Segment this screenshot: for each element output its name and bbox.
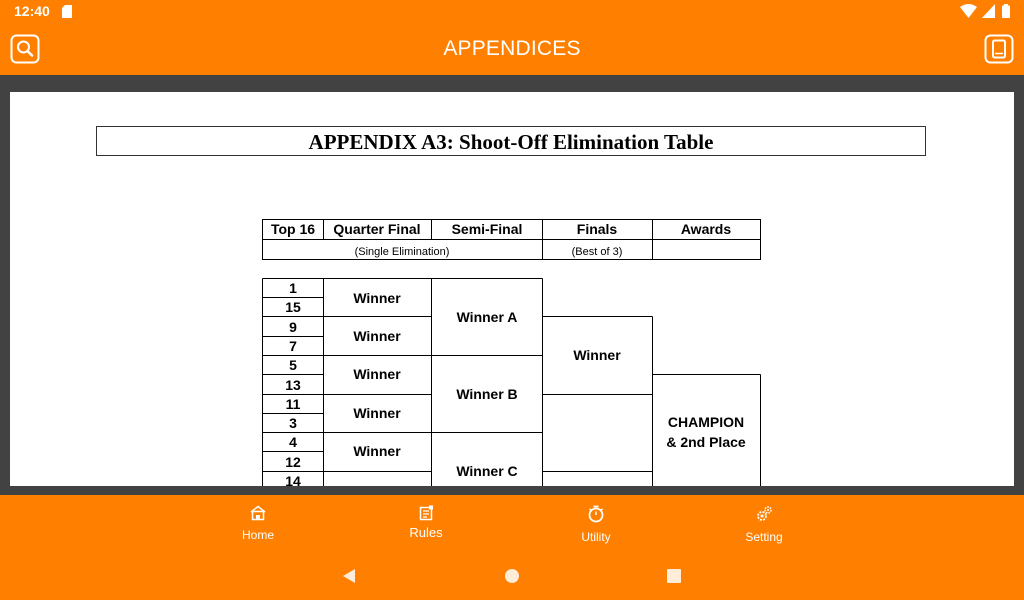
- qf-winner-3: Winner: [353, 366, 401, 382]
- signal-icon: [981, 4, 995, 18]
- seed-4: 4: [289, 434, 297, 450]
- back-icon[interactable]: [341, 568, 357, 584]
- stopwatch-icon: [588, 505, 604, 523]
- document-title: APPENDIX A3: Shoot-Off Elimination Table: [96, 126, 926, 156]
- page-title: APPENDICES: [443, 37, 581, 60]
- awards-column: [652, 374, 761, 486]
- single-elimination-note: (Single Elimination): [355, 246, 450, 258]
- seed-15: 15: [285, 299, 301, 315]
- recents-icon[interactable]: [666, 568, 682, 584]
- gear-icon: [757, 506, 772, 521]
- semi-winner-b: Winner B: [456, 386, 517, 402]
- nav-home-label: Home: [241, 528, 274, 542]
- status-time: 12:40: [14, 3, 50, 19]
- qf-winner-5: Winner: [353, 443, 401, 459]
- qf-winner-2: Winner: [353, 328, 401, 344]
- sd-card-icon: [62, 5, 72, 18]
- seed-11: 11: [286, 396, 301, 412]
- app-bar: APPENDICES: [0, 24, 1024, 75]
- search-icon[interactable]: [10, 34, 40, 64]
- nav-home[interactable]: Home: [198, 505, 318, 542]
- qf-winner-1: Winner: [353, 290, 401, 306]
- nav-setting-label: Setting: [745, 530, 783, 544]
- pdf-viewer[interactable]: APPENDIX A3: Shoot-Off Elimination Table…: [0, 75, 1024, 495]
- seed-12: 12: [285, 454, 301, 470]
- semi-final-column: [431, 278, 543, 486]
- elimination-table: Top 16 Quarter Final Semi-Final Finals A…: [262, 219, 761, 486]
- nav-rules-label: Rules: [409, 525, 443, 540]
- bottom-navigation: Home Rules Utility Setting: [0, 495, 1024, 553]
- qf-winner-4: Winner: [353, 405, 401, 421]
- best-of-3-note: (Best of 3): [572, 246, 623, 258]
- seed-column: [262, 278, 324, 486]
- status-bar: 12:40: [0, 0, 1024, 24]
- seed-13: 13: [285, 377, 301, 393]
- seed-1: 1: [289, 280, 297, 296]
- seed-7: 7: [289, 338, 297, 354]
- rules-icon: [419, 505, 433, 521]
- semi-winner-c: Winner C: [456, 463, 517, 479]
- seed-9: 9: [289, 319, 297, 335]
- finals-winner: Winner: [573, 347, 621, 363]
- system-navigation-bar: [0, 553, 1024, 600]
- pdf-page[interactable]: APPENDIX A3: Shoot-Off Elimination Table…: [10, 92, 1014, 486]
- header-finals: Finals: [577, 221, 618, 237]
- wifi-icon: [960, 4, 978, 18]
- seed-5: 5: [289, 357, 297, 373]
- quarter-final-column: [323, 278, 432, 486]
- header-quarter-final: Quarter Final: [333, 221, 420, 237]
- battery-icon: [1002, 4, 1010, 18]
- finals-column: [542, 316, 653, 486]
- home-circle-icon[interactable]: [504, 568, 520, 584]
- header-semi-final: Semi-Final: [452, 221, 523, 237]
- semi-winner-a: Winner A: [457, 309, 518, 325]
- header-awards: Awards: [681, 221, 732, 237]
- seed-14: 14: [285, 473, 301, 486]
- home-icon: [250, 505, 266, 521]
- status-indicators: [960, 4, 1010, 20]
- header-table: [262, 219, 761, 260]
- nav-setting[interactable]: Setting: [704, 505, 824, 544]
- nav-rules[interactable]: Rules: [366, 505, 486, 540]
- awards-champion: CHAMPION: [668, 414, 744, 430]
- header-top16: Top 16: [271, 221, 315, 237]
- nav-utility-label: Utility: [581, 530, 611, 544]
- nav-utility[interactable]: Utility: [536, 505, 656, 544]
- seed-3: 3: [289, 415, 297, 431]
- awards-2nd-place: & 2nd Place: [666, 434, 746, 450]
- book-icon[interactable]: [984, 34, 1014, 64]
